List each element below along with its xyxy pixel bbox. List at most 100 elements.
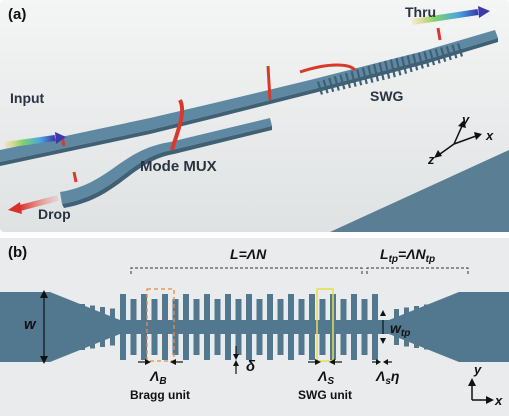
swg-tooth [395,57,402,76]
taper-tooth [110,308,115,346]
bus-waveguide [0,30,498,162]
swg-tooth [389,59,396,78]
grating-tooth [235,299,242,355]
lambda-s-subscript: S [327,376,335,387]
taper-tooth [90,305,95,349]
grating-tooth [204,294,210,360]
input-arrow [4,135,56,148]
drop-arrow [19,195,59,211]
swg-tooth [333,76,340,91]
swg-tooth [367,65,374,83]
mode-profile-mux [170,99,185,151]
swg-tooth [456,43,464,57]
taper-tooth [444,301,449,353]
swg-tooth [378,62,385,81]
thru-arrowhead [478,6,490,18]
panel-b-label: (b) [8,244,28,261]
taper-tooth [60,301,65,353]
grating-tooth [183,294,189,360]
Ltp-rhs: ΛN [406,246,426,262]
panel-a-illustration [0,0,509,232]
grating-tooth [361,299,368,355]
thru-label: Thru [405,4,437,20]
bus-waveguide-side [0,38,498,166]
wtp-label: wtp [390,320,410,339]
swg-tooth [406,55,413,73]
swg-tooth [434,48,441,64]
grating-tooth [267,294,273,360]
Ltp-rhs-subscript: tp [425,254,436,265]
swg-tooth [344,72,352,89]
lambda-s-base: Λ [318,368,328,384]
swg-tooth [445,45,452,61]
grating-tooth [277,299,284,355]
grating-tooth [225,294,231,360]
taper-tooth [424,304,429,350]
lambda-b-subscript: B [159,376,167,387]
taper-tooth [70,302,75,352]
grating-tooth [372,294,378,360]
mode-profile-thru [436,27,442,41]
swg-grating-teeth [316,43,464,95]
axis-b-x-label: x [495,393,503,408]
swg-tooth [400,56,408,74]
swg-tooth [428,49,436,66]
grating-tooth [246,294,252,360]
grating-tooth [319,299,326,355]
L-equation: L=ΛN [230,246,267,262]
grating-tooth [172,299,179,355]
mux-branch-side [62,126,272,208]
lambda-s-dimension [308,359,342,365]
mode-profile-swg [299,63,357,74]
Ltp-subscript: tp [388,254,399,265]
bragg-unit-box [146,288,175,362]
grating-tooth [120,294,126,360]
swg-tooth [356,69,363,86]
grating-tooth [162,294,168,360]
taper-tooth [404,307,409,347]
swg-tooth [350,70,357,87]
drop-label: Drop [38,206,71,222]
grating-tooth [130,299,137,355]
taper-tooth [100,307,105,347]
panel-a: (a) Input Thru SWG Mode MUX Drop y x z [0,0,509,232]
grating-teeth [60,294,449,360]
grating-tooth [193,299,200,355]
swg-tooth [384,60,391,79]
swg-tooth [328,77,335,93]
swg-tooth [316,81,324,95]
grating-tooth [309,294,315,360]
mux-branch-waveguide [60,118,272,204]
grating-tooth [214,299,221,355]
lambda-s-eta-dimension [372,359,392,365]
wtp-subscript: tp [400,328,411,339]
delta-dimension [233,346,239,374]
axis-b-y-label: y [474,362,482,377]
lambda-s-eta-base: Λ [376,368,386,384]
L-symbol: L [230,246,239,262]
panel-a-label: (a) [8,6,27,23]
grating-tooth [256,299,263,355]
grating-tooth [141,294,147,360]
swg-tooth [339,74,346,90]
lambda-s-eta-subscript: s [385,376,391,387]
swg-tooth [361,67,368,85]
Ltp-symbol: L [380,246,389,262]
axis-a-y-label: y [462,112,470,127]
wtp-base: w [390,320,401,336]
w-dimension [40,290,48,364]
swg-unit-label: SWG unit [298,388,352,402]
L-rhs: ΛN [246,246,267,262]
lambda-s-eta-label: Λsη [376,368,399,387]
swg-tooth [322,79,329,94]
grating-tooth [298,299,305,355]
panel-b-illustration [0,238,509,416]
grating-tooth [351,294,357,360]
swg-unit-box [316,288,334,362]
axis-a-z-label: z [428,152,435,167]
w-label: w [24,316,36,333]
swg-label: SWG [370,88,404,104]
axes-a [434,120,482,158]
swg-tooth [417,52,424,69]
lambda-s-eta-tail: η [390,368,400,384]
